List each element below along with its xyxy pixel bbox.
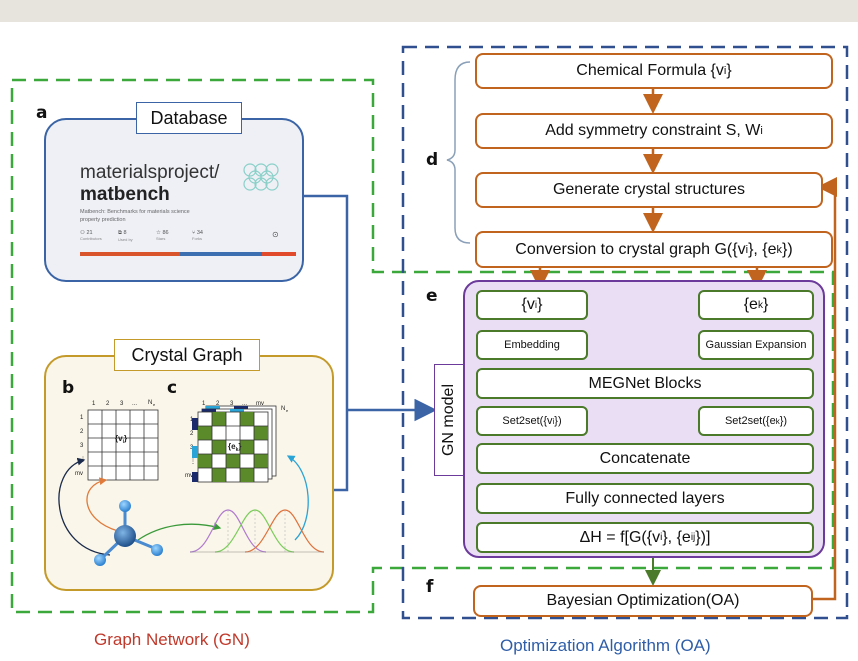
concatenate-box: Concatenate xyxy=(476,443,814,474)
gn-caption: Graph Network (GN) xyxy=(94,630,250,649)
panel-letter-a: a xyxy=(36,103,48,123)
gn-region-border xyxy=(10,78,835,614)
gaussian-curves xyxy=(189,509,325,553)
fork-icon: ⑂ xyxy=(192,230,196,236)
matrix-b-label: {vi} xyxy=(115,434,127,445)
matrix-c-depth-n: N xyxy=(281,406,285,412)
matrix-b-grid: 1 2 3 ... N e 1 2 3 ⋮ mv {vi} xyxy=(75,400,159,481)
repo-name: materialsproject/ xyxy=(80,162,220,183)
used-by-icon: ⧉ xyxy=(118,230,122,236)
matrix-c-col-2: 2 xyxy=(216,401,220,407)
oa-caption: Optimization Algorithm (OA) xyxy=(500,636,711,655)
stat-forks: ⑂ 34 Forks xyxy=(192,230,203,241)
star-icon: ☆ xyxy=(156,230,161,236)
contributors-icon: ⚇ xyxy=(80,230,85,236)
megnet-blocks-box: MEGNet Blocks xyxy=(476,368,814,399)
matrix-c-col-1: 1 xyxy=(202,401,206,407)
matrix-b-col-2: 2 xyxy=(106,401,110,407)
panel-letter-f: f xyxy=(426,577,434,597)
matrix-b-col-dots: ... xyxy=(132,401,137,407)
panel-letter-c: c xyxy=(167,378,178,398)
panel-letter-d: d xyxy=(426,150,439,170)
matrix-c-col-dots: ... xyxy=(242,401,247,407)
atom-right xyxy=(151,544,163,556)
matrix-b-row-2: 2 xyxy=(80,429,84,435)
repo-card: materialsproject/ matbench Matbench: Ben… xyxy=(80,140,296,260)
stat-stars: ☆ 86 Stars xyxy=(156,230,169,241)
generate-structures-box: Generate crystal structures xyxy=(475,172,823,208)
panel-d-brace xyxy=(446,61,471,244)
panel-letter-b: b xyxy=(62,378,75,398)
stat-used-by: ⧉ 8 Used by xyxy=(118,230,133,242)
gn-model-label: GN model xyxy=(440,383,457,457)
bayesian-optimization-box: Bayesian Optimization(OA) xyxy=(473,585,813,617)
fully-connected-box: Fully connected layers xyxy=(476,483,814,514)
matrix-c-grid: 1 2 3 ... mv N e 1 2 3 ⋮ mv xyxy=(185,401,289,483)
repo-bold-name: matbench xyxy=(80,184,170,205)
matrix-b-row-3: 3 xyxy=(80,443,84,449)
stat-contributors: ⚇ 21 Contributors xyxy=(80,230,102,241)
matrix-b-col-1: 1 xyxy=(92,401,96,407)
oa-region-border xyxy=(401,45,849,620)
gaussian-expansion-box: Gaussian Expansion xyxy=(698,330,814,360)
matrix-b-row-mv: mv xyxy=(75,471,83,477)
matrix-b-row-1: 1 xyxy=(80,415,84,421)
atom-top xyxy=(119,500,131,512)
database-title: Database xyxy=(136,102,242,134)
matrix-b-col-3: 3 xyxy=(120,401,124,407)
matrix-c-depth-n-sub: e xyxy=(286,408,289,413)
matrix-c-col-mv: mv xyxy=(256,401,264,407)
top-band xyxy=(0,0,858,22)
matrix-c-label: {ek} xyxy=(228,442,241,453)
embedding-box: Embedding xyxy=(476,330,588,360)
github-icon: ⊙ xyxy=(272,230,279,239)
matrix-c-row-mv: mv xyxy=(185,473,193,479)
molecule-and-gaussians xyxy=(58,455,325,566)
gn-model-label-box: GN model xyxy=(434,364,464,476)
matrix-c-col-3: 3 xyxy=(230,401,234,407)
matrix-c-row-2: 2 xyxy=(190,431,194,437)
matbench-logo-icon xyxy=(243,163,279,191)
repo-color-bar xyxy=(80,252,296,256)
central-atom xyxy=(114,525,136,547)
matrix-c-row-dots: ⋮ xyxy=(190,459,196,465)
crystal-graph-title: Crystal Graph xyxy=(114,339,260,371)
matrix-b-col-n-sub: e xyxy=(153,402,156,407)
panel-letter-e: e xyxy=(426,286,438,306)
matrix-b-col-n: N xyxy=(148,400,152,406)
repo-description: Matbench: Benchmarks for materials scien… xyxy=(80,209,190,223)
atom-left xyxy=(94,554,106,566)
